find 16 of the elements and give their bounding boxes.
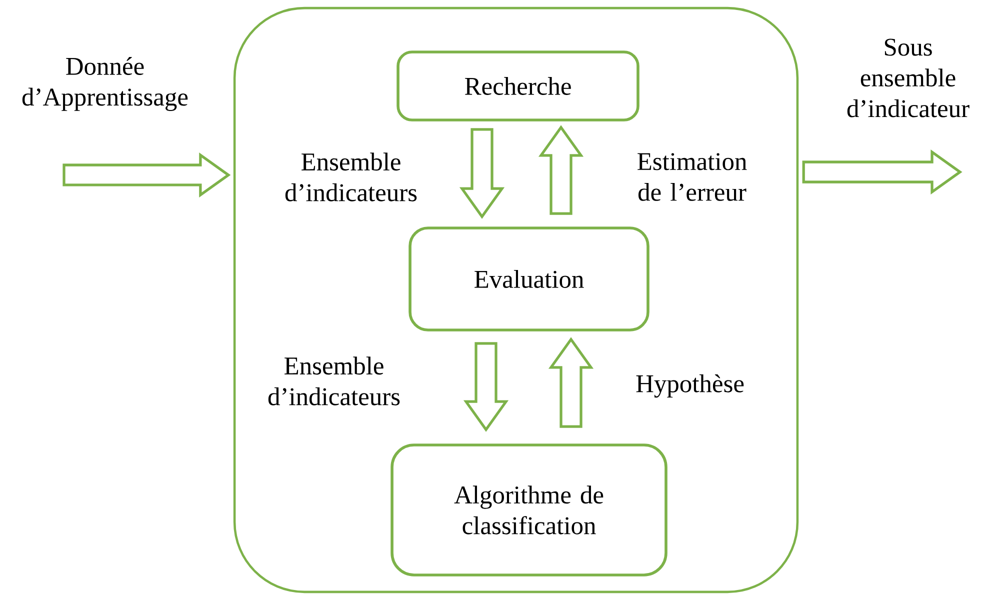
edge-label: Sous ensemble d’indicateur bbox=[847, 38, 970, 118]
edge-label: Hypothèse bbox=[636, 374, 744, 398]
process-box: Algorithme de classification bbox=[390, 444, 668, 576]
block-arrow bbox=[538, 125, 584, 215]
block-arrow bbox=[62, 152, 231, 198]
edge-label: Ensemble d’indicateurs bbox=[268, 356, 400, 406]
block-arrow bbox=[463, 342, 509, 432]
edge-label: Estimation de l’erreur bbox=[638, 153, 747, 201]
process-box: Recherche bbox=[396, 50, 640, 122]
edge-label: Ensemble d’indicateurs bbox=[285, 152, 417, 202]
edge-label: Donnée d’Apprentissage bbox=[22, 57, 188, 111]
block-arrow bbox=[548, 337, 594, 428]
block-arrow bbox=[459, 128, 505, 219]
process-box: Evaluation bbox=[408, 226, 650, 332]
container-box bbox=[233, 6, 799, 594]
block-arrow bbox=[802, 149, 962, 195]
